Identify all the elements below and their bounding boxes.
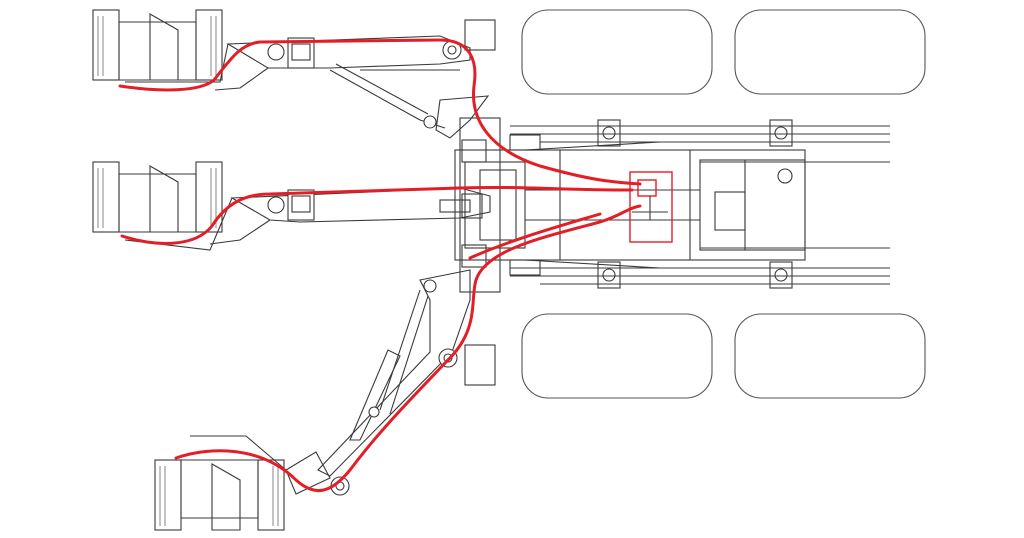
upper-gripper-head: [92, 9, 229, 83]
tires: [521, 9, 926, 399]
hose-upper: [118, 38, 642, 186]
lower-gripper-head: [154, 435, 287, 531]
rear-right-tire: [734, 313, 926, 399]
hydraulic-hose-routing: [118, 38, 642, 492]
middle-boom-arm: [209, 187, 491, 245]
valve-block: [629, 171, 673, 243]
chassis: [454, 19, 890, 386]
front-right-tire: [521, 313, 713, 399]
hose-middle: [120, 185, 634, 245]
front-left-tire: [521, 9, 713, 95]
lower-boom-arm: [285, 244, 487, 496]
axle-clamps: [597, 119, 793, 289]
hose-feed-bottom: [468, 212, 602, 260]
middle-gripper-head: [92, 161, 233, 251]
hose-lower: [174, 204, 642, 492]
upper-boom-arm: [214, 35, 490, 163]
rear-left-tire: [734, 9, 926, 95]
